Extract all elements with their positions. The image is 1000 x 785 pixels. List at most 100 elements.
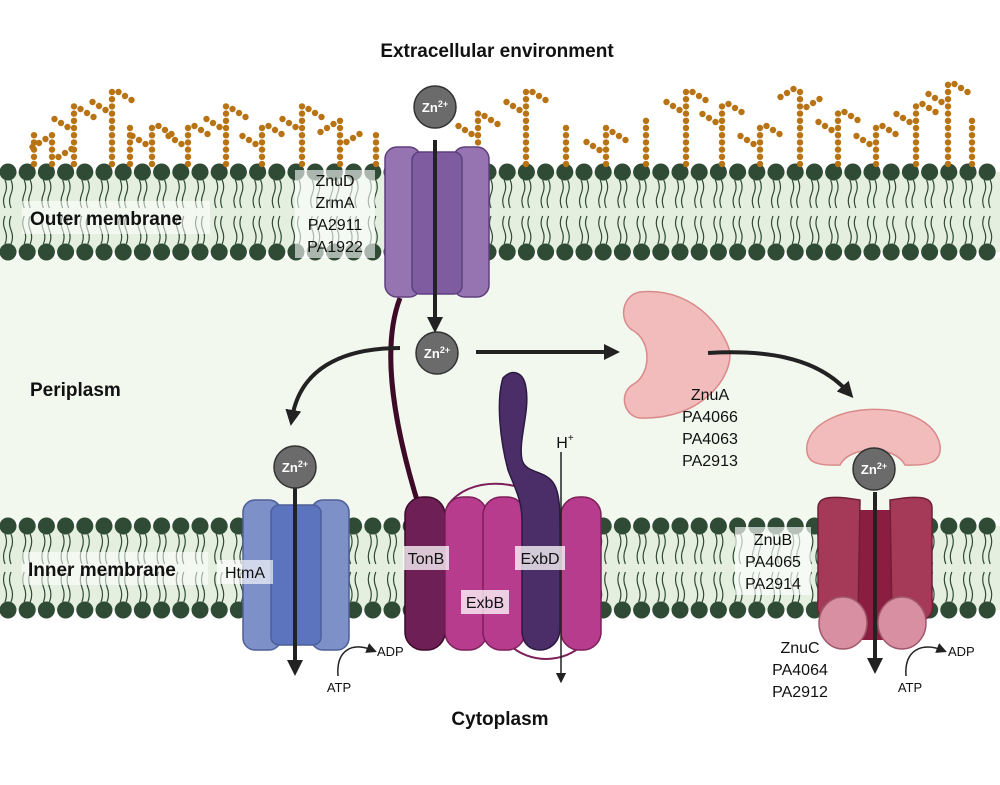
- lipid-tail: [220, 533, 225, 565]
- lipid-tail: [642, 215, 647, 245]
- lps-chain: [29, 132, 75, 168]
- lipid-head: [633, 163, 651, 181]
- lps-bead: [642, 117, 650, 125]
- lps-bead: [70, 146, 78, 153]
- lps-bead: [184, 124, 192, 132]
- lps-bead: [298, 117, 306, 125]
- lps-chain: [165, 122, 211, 168]
- lipid-tail: [598, 179, 603, 209]
- lipid-head: [517, 163, 535, 181]
- lipid-head: [748, 163, 766, 181]
- lipid-head: [537, 163, 555, 181]
- lipid-tail: [565, 215, 570, 245]
- lps-bead: [529, 88, 536, 96]
- lps-bead: [944, 110, 952, 117]
- lipid-tail: [623, 533, 628, 565]
- lipid-tail: [924, 215, 929, 245]
- lps-bead: [242, 113, 249, 121]
- lps-bead: [944, 124, 952, 132]
- lipid-tail: [694, 571, 699, 603]
- lipid-head: [364, 517, 382, 535]
- lps-chain: [583, 124, 629, 168]
- lps-bead: [944, 117, 952, 125]
- lipid-tail: [239, 215, 244, 245]
- lps-bead: [372, 132, 380, 139]
- atp-label-htma: ATP: [327, 680, 351, 695]
- lipid-head: [805, 243, 823, 261]
- periplasm-label: Periplasm: [30, 380, 121, 401]
- lps-bead: [222, 139, 230, 146]
- lipid-head: [575, 163, 593, 181]
- lps-bead: [48, 146, 56, 153]
- proton-label: H+: [556, 433, 574, 452]
- lps-bead: [834, 110, 842, 117]
- outer-receptor-name: PA2911: [308, 217, 363, 234]
- lipid-head: [18, 517, 36, 535]
- outer-membrane-lipid-heads: [0, 163, 996, 261]
- lps-bead: [899, 114, 907, 122]
- lps-bead: [70, 139, 78, 146]
- lps-bead: [892, 130, 899, 138]
- lipid-head: [959, 163, 977, 181]
- exbb-label-bg: [461, 590, 509, 614]
- lipid-head: [613, 243, 631, 261]
- lps-bead: [925, 90, 932, 98]
- znub-label-bg: [735, 527, 811, 595]
- lps-bead: [522, 103, 530, 110]
- lps-bead: [70, 132, 78, 139]
- lipid-head: [671, 517, 689, 535]
- lipid-head: [959, 601, 977, 619]
- lps-bead: [298, 153, 306, 160]
- lipid-head: [978, 163, 996, 181]
- lipid-head: [133, 517, 151, 535]
- lipid-tail: [680, 533, 686, 565]
- lipid-head: [690, 243, 708, 261]
- lps-bead: [718, 117, 726, 125]
- lps-bead: [298, 110, 306, 117]
- zinc-ion-htma: Zn2+: [273, 445, 317, 489]
- lps-bead: [235, 109, 243, 117]
- lps-bead: [622, 136, 629, 144]
- lipid-head: [556, 163, 574, 181]
- lps-bead: [699, 110, 706, 118]
- lps-bead: [682, 124, 690, 132]
- lps-chain: [89, 88, 135, 168]
- lps-bead: [108, 132, 116, 139]
- exbd-label-bg: [515, 546, 565, 570]
- lps-bead: [115, 88, 122, 96]
- lipid-head: [153, 517, 171, 535]
- znubc-transporter: [806, 408, 941, 650]
- lipid-tail: [828, 215, 833, 245]
- lipid-tail: [373, 533, 378, 565]
- lipid-head: [767, 243, 785, 261]
- lipid-head: [18, 163, 36, 181]
- lipid-tail: [943, 533, 948, 565]
- lipid-head: [18, 601, 36, 619]
- lps-bead: [776, 130, 783, 138]
- lipid-head: [978, 517, 996, 535]
- lps-bead: [108, 139, 116, 146]
- lipid-tail: [905, 215, 910, 245]
- lipid-head: [690, 601, 708, 619]
- lipid-tail: [719, 179, 724, 209]
- lps-bead: [83, 109, 91, 117]
- lps-bead: [834, 117, 842, 125]
- lps-bead: [165, 132, 172, 140]
- lipid-tail: [252, 179, 257, 209]
- lps-bead: [796, 103, 804, 110]
- lps-bead: [583, 138, 590, 146]
- lipid-head: [613, 517, 631, 535]
- lps-bead: [372, 146, 380, 153]
- lipid-tail: [847, 179, 852, 209]
- lps-bead: [57, 119, 65, 127]
- lipid-head: [652, 601, 670, 619]
- lipid-head: [805, 163, 823, 181]
- lipid-head: [37, 517, 55, 535]
- lps-bead: [968, 124, 976, 132]
- lps-bead: [258, 153, 266, 160]
- lipid-tail: [943, 215, 948, 245]
- lps-bead: [191, 122, 198, 130]
- lps-bead: [682, 146, 690, 153]
- lps-bead: [184, 153, 192, 160]
- lps-bead: [912, 110, 920, 117]
